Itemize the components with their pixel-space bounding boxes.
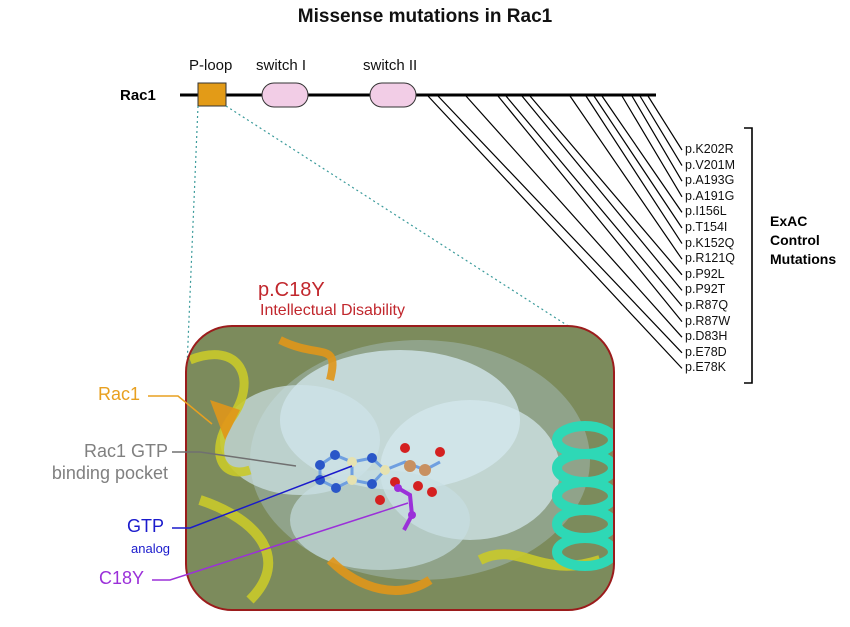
gtp-annotation: GTP (126, 516, 164, 536)
control-label-line: Mutations (770, 251, 837, 267)
rac1-leader (148, 395, 213, 425)
mutation-connector (621, 95, 683, 198)
mutation-connector (437, 95, 683, 354)
control-mutations-label: ExAC Control Mutations (770, 212, 850, 269)
pocket-line: Rac1 GTP (83, 441, 168, 461)
mutation-label: p.E78K (685, 360, 727, 375)
control-label-line: Control (770, 232, 820, 248)
p-loop-label: P-loop (189, 57, 233, 74)
mutation-connector (529, 95, 683, 276)
mutation-label: p.K152Q (685, 235, 735, 250)
structure-render (186, 326, 614, 610)
mutation-connector (569, 95, 683, 260)
gtp-analog-sub: analog (131, 541, 171, 556)
control-mutations-bracket (744, 127, 753, 384)
mutation-connector (497, 95, 683, 322)
mutation-connector (505, 95, 683, 307)
switch-i-domain (261, 82, 309, 108)
mutation-connector (631, 95, 683, 182)
switch-i-label: switch I (256, 57, 307, 74)
variant-phenotype: Intellectual Disability (260, 302, 405, 319)
zoom-line-right (225, 105, 591, 341)
zoom-line-left (185, 105, 199, 391)
mutation-label: p.E78D (685, 344, 727, 359)
mutation-label: p.A191G (685, 188, 735, 203)
binding-pocket-annotation: Rac1 GTP binding pocket (52, 440, 168, 484)
mutation-label: p.R87W (685, 313, 731, 328)
c18y-leader (152, 502, 409, 581)
mutation-label: p.K202R (685, 142, 734, 156)
mutation-connector (427, 95, 683, 369)
gtp-leader (172, 465, 353, 529)
rac1-annotation: Rac1 (97, 384, 140, 404)
variant-name: p.C18Y (258, 279, 325, 301)
variant-structure-frame (185, 325, 615, 611)
control-label-line: ExAC (770, 213, 808, 229)
mutation-label: p.P92T (685, 282, 726, 297)
mutation-connector-lines (427, 95, 683, 369)
mutation-label: p.A193G (685, 173, 735, 188)
switch-ii-label: switch II (363, 57, 418, 74)
mutation-label: p.I156L (685, 204, 727, 219)
mutation-connector (593, 95, 683, 229)
mutation-connector (585, 95, 683, 244)
switch-ii-domain (369, 82, 417, 108)
pocket-line: binding pocket (51, 463, 168, 483)
p-loop-domain (197, 82, 227, 107)
mutation-connector (521, 95, 683, 291)
pocket-leader (172, 451, 297, 467)
mutation-connector (639, 95, 683, 166)
mutation-connector (601, 95, 683, 213)
mutation-label: p.V201M (685, 157, 736, 172)
protein-label: Rac1 (120, 87, 156, 104)
mutation-connector (465, 95, 683, 338)
figure-title: Missense mutations in Rac1 (297, 6, 553, 27)
mutation-label: p.R121Q (685, 251, 736, 266)
mutation-label: p.D83H (685, 329, 728, 344)
c18y-annotation: C18Y (98, 568, 144, 588)
mutation-label: p.T154I (685, 220, 728, 234)
mutation-label: p.P92L (685, 266, 725, 281)
mutation-label: p.R87Q (685, 298, 729, 312)
mutation-connector (647, 95, 683, 151)
